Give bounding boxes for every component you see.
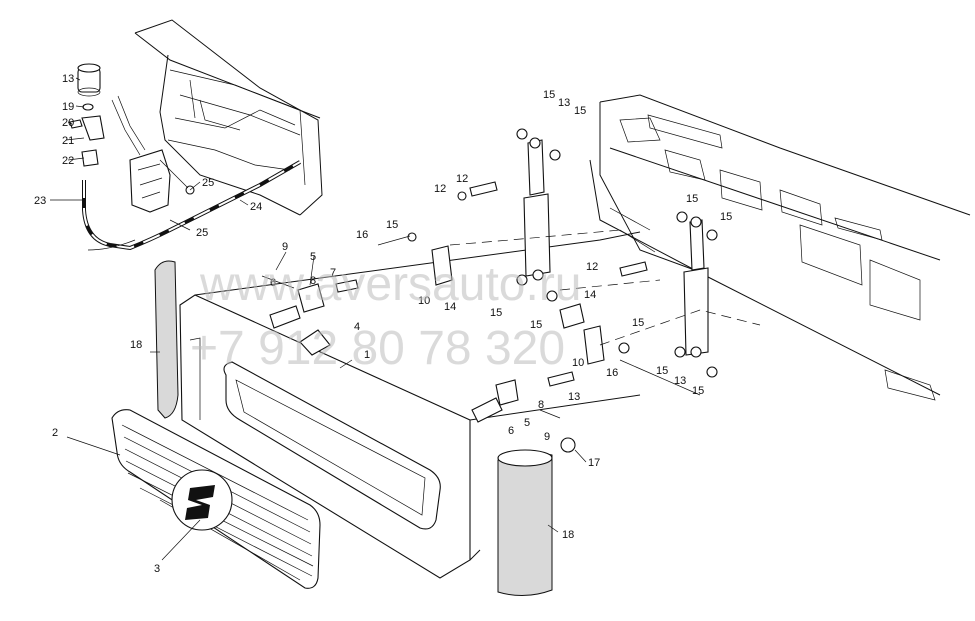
hinge-5	[297, 283, 325, 313]
hinge-6	[269, 305, 301, 329]
washer-12	[457, 191, 467, 201]
callout-9a: 9	[282, 241, 288, 253]
callout-6a: 6	[270, 277, 276, 289]
callout-8b: 8	[538, 399, 544, 411]
bolt-7	[335, 279, 359, 293]
washer-21	[82, 103, 94, 111]
gas-strut-left-13	[523, 137, 551, 281]
emblem-3	[185, 485, 215, 520]
pin-9	[261, 275, 295, 289]
hinge-4	[299, 329, 331, 356]
callout-15c: 15	[574, 105, 586, 117]
callout-2: 2	[52, 427, 58, 439]
callout-10b: 10	[572, 357, 584, 369]
callout-13b: 13	[568, 391, 580, 403]
callout-17: 17	[588, 457, 600, 469]
callout-25a: 23	[34, 195, 46, 207]
callout-26: 25	[202, 177, 214, 189]
bracket-10b	[583, 325, 605, 365]
callout-1: 1	[364, 349, 370, 361]
hinge-14b	[559, 303, 585, 329]
callout-15i: 15	[686, 193, 698, 205]
bolt-11	[469, 181, 498, 197]
bumper-17	[560, 437, 576, 453]
hinge-5b	[495, 379, 519, 406]
cab-upper-left-inset	[111, 19, 323, 216]
callout-8a: 8	[310, 275, 316, 287]
callout-12a: 12	[434, 183, 446, 195]
callout-25b: 24	[250, 201, 262, 213]
callout-15h: 15	[692, 385, 704, 397]
callout-16a: 16	[356, 229, 368, 241]
callout-14a: 14	[444, 301, 456, 313]
bracket-23	[81, 115, 105, 141]
lock-cylinder-20	[77, 63, 101, 97]
callout-5b: 5	[524, 417, 530, 429]
callout-4: 4	[354, 321, 360, 333]
callout-5a: 5	[310, 251, 316, 263]
bracket-10	[431, 245, 453, 286]
callout-leaders	[50, 77, 587, 561]
pin-9b	[539, 409, 561, 419]
callout-24: 22	[62, 155, 74, 167]
callout-15b: 15	[543, 89, 555, 101]
callout-15e: 15	[530, 319, 542, 331]
bolt-22	[69, 119, 83, 129]
callout-7: 7	[330, 267, 336, 279]
front-panel-1	[179, 231, 641, 579]
washers-15	[407, 128, 718, 378]
radiator-grille-2	[111, 409, 321, 589]
callout-27: 25	[196, 227, 208, 239]
callout-10a: 10	[418, 295, 430, 307]
callout-23: 21	[62, 135, 74, 147]
footstep-18	[497, 449, 553, 596]
callout-labels: 13 19 20 21 22 23 25 24 25 9 5 8 7 6 4 1…	[34, 73, 732, 575]
nut-24	[81, 149, 99, 167]
callout-13a: 13	[558, 97, 570, 109]
callout-18: 18	[562, 529, 574, 541]
bolt-13b	[547, 371, 575, 387]
callout-20: 13	[62, 73, 74, 85]
callout-16b: 16	[606, 367, 618, 379]
pin-16	[377, 235, 411, 246]
callout-14b: 14	[584, 289, 596, 301]
callout-15j: 15	[720, 211, 732, 223]
callout-15a: 15	[386, 219, 398, 231]
hinge-6b	[471, 397, 503, 423]
watermark-site: www.aversauto.ru	[199, 258, 582, 311]
bolt-12b	[619, 261, 648, 277]
callout-19: 18	[130, 339, 142, 351]
watermark-phone: +7 912 80 78 320	[190, 322, 565, 375]
callout-6b: 6	[508, 425, 514, 437]
callout-21: 19	[62, 101, 74, 113]
cab-front-right	[589, 94, 971, 401]
dash-leaders	[449, 229, 761, 396]
release-cable-25	[82, 160, 301, 251]
gas-strut-right-13	[683, 216, 709, 358]
callout-3: 3	[154, 563, 160, 575]
side-trim-19	[154, 260, 179, 419]
callout-9b: 9	[544, 431, 550, 443]
callout-22: 20	[62, 117, 74, 129]
callout-11: 12	[456, 173, 468, 185]
callout-13c: 13	[674, 375, 686, 387]
callout-15d: 15	[490, 307, 502, 319]
callout-15g: 15	[656, 365, 668, 377]
watermark: www.aversauto.ru +7 912 80 78 320	[190, 258, 582, 375]
callout-12b: 12	[586, 261, 598, 273]
callout-15f: 15	[632, 317, 644, 329]
